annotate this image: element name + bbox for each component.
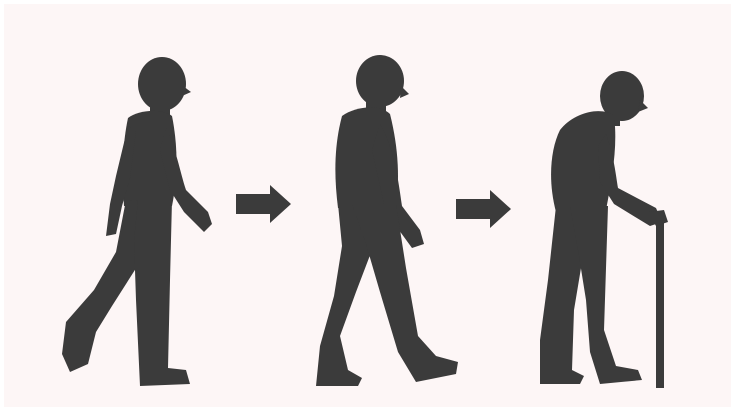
aging-progression-diagram [0,0,735,411]
